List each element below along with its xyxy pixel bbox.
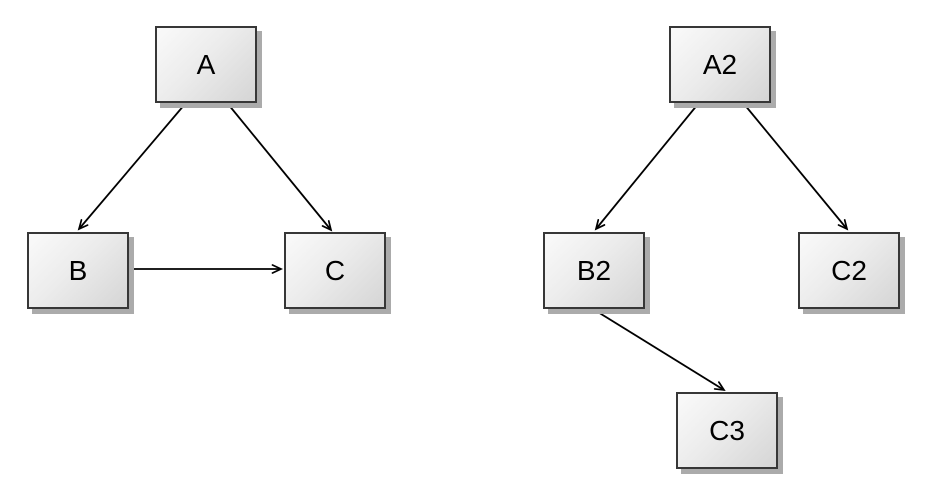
node-c2: C2 xyxy=(798,232,900,309)
edge-a2-to-c2 xyxy=(743,103,849,231)
node-b: B xyxy=(27,232,129,309)
node-b-label: B xyxy=(68,254,88,286)
node-c2-label: C2 xyxy=(831,254,867,286)
node-a-label: A xyxy=(196,48,216,80)
edge-a-to-b xyxy=(77,103,186,231)
edge-a2-to-b2 xyxy=(594,103,699,231)
node-a2: A2 xyxy=(669,26,771,103)
node-b2-label: B2 xyxy=(576,254,612,286)
edge-a-to-c xyxy=(227,103,333,232)
node-a: A xyxy=(155,26,257,103)
edge-b2-to-c3 xyxy=(592,308,726,392)
node-c: C xyxy=(284,232,386,309)
node-a2-label: A2 xyxy=(702,48,738,80)
node-b2: B2 xyxy=(543,232,645,309)
node-c-label: C xyxy=(324,254,346,286)
node-c3: C3 xyxy=(676,392,778,469)
node-c3-label: C3 xyxy=(709,414,745,446)
